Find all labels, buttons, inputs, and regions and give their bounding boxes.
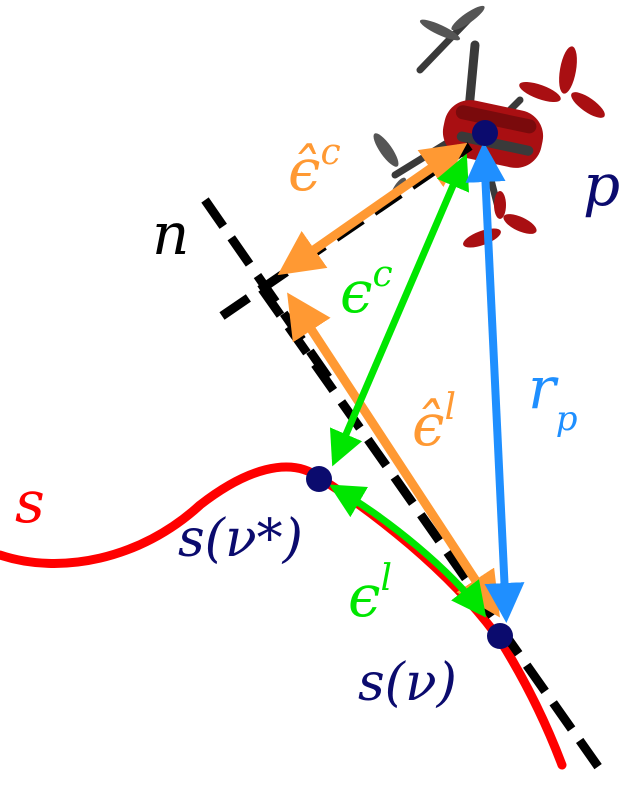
s-nu-star-label: s(ν*) bbox=[178, 509, 303, 569]
eps-c-label: ϵc bbox=[340, 254, 393, 326]
eps-c-hat-sup: c bbox=[320, 132, 340, 173]
r-p-label: rp bbox=[528, 354, 578, 439]
s-nu-label: s(ν) bbox=[358, 653, 457, 713]
eps-l-sup: l bbox=[380, 558, 392, 599]
closest-point-s-nu-star bbox=[306, 466, 332, 492]
eps-l-hat-base: ϵ̂ bbox=[412, 391, 444, 459]
eps-c-hat-base: ϵ̂ bbox=[288, 136, 320, 204]
eps-l-hat-arrow bbox=[287, 292, 500, 618]
robot-position-point bbox=[472, 120, 498, 146]
eps-c-sup: c bbox=[372, 254, 392, 295]
r-p-sub: p bbox=[556, 399, 578, 439]
eps-c-hat-label: ϵ̂c bbox=[288, 132, 341, 204]
eps-c-base: ϵ bbox=[340, 258, 372, 326]
path-label: s bbox=[15, 468, 45, 536]
normal-label: n bbox=[152, 200, 189, 268]
r-p-arrow bbox=[465, 142, 525, 623]
eps-l-hat-sup: l bbox=[444, 387, 456, 428]
eps-l-hat-label: ϵ̂l bbox=[412, 387, 456, 459]
robot-label: p bbox=[583, 151, 620, 219]
eps-l-base: ϵ bbox=[348, 562, 380, 630]
eps-c-arrow bbox=[329, 153, 470, 467]
eps-l-label: ϵl bbox=[348, 558, 392, 630]
point-s-nu bbox=[487, 623, 513, 649]
r-p-base: r bbox=[528, 354, 559, 422]
